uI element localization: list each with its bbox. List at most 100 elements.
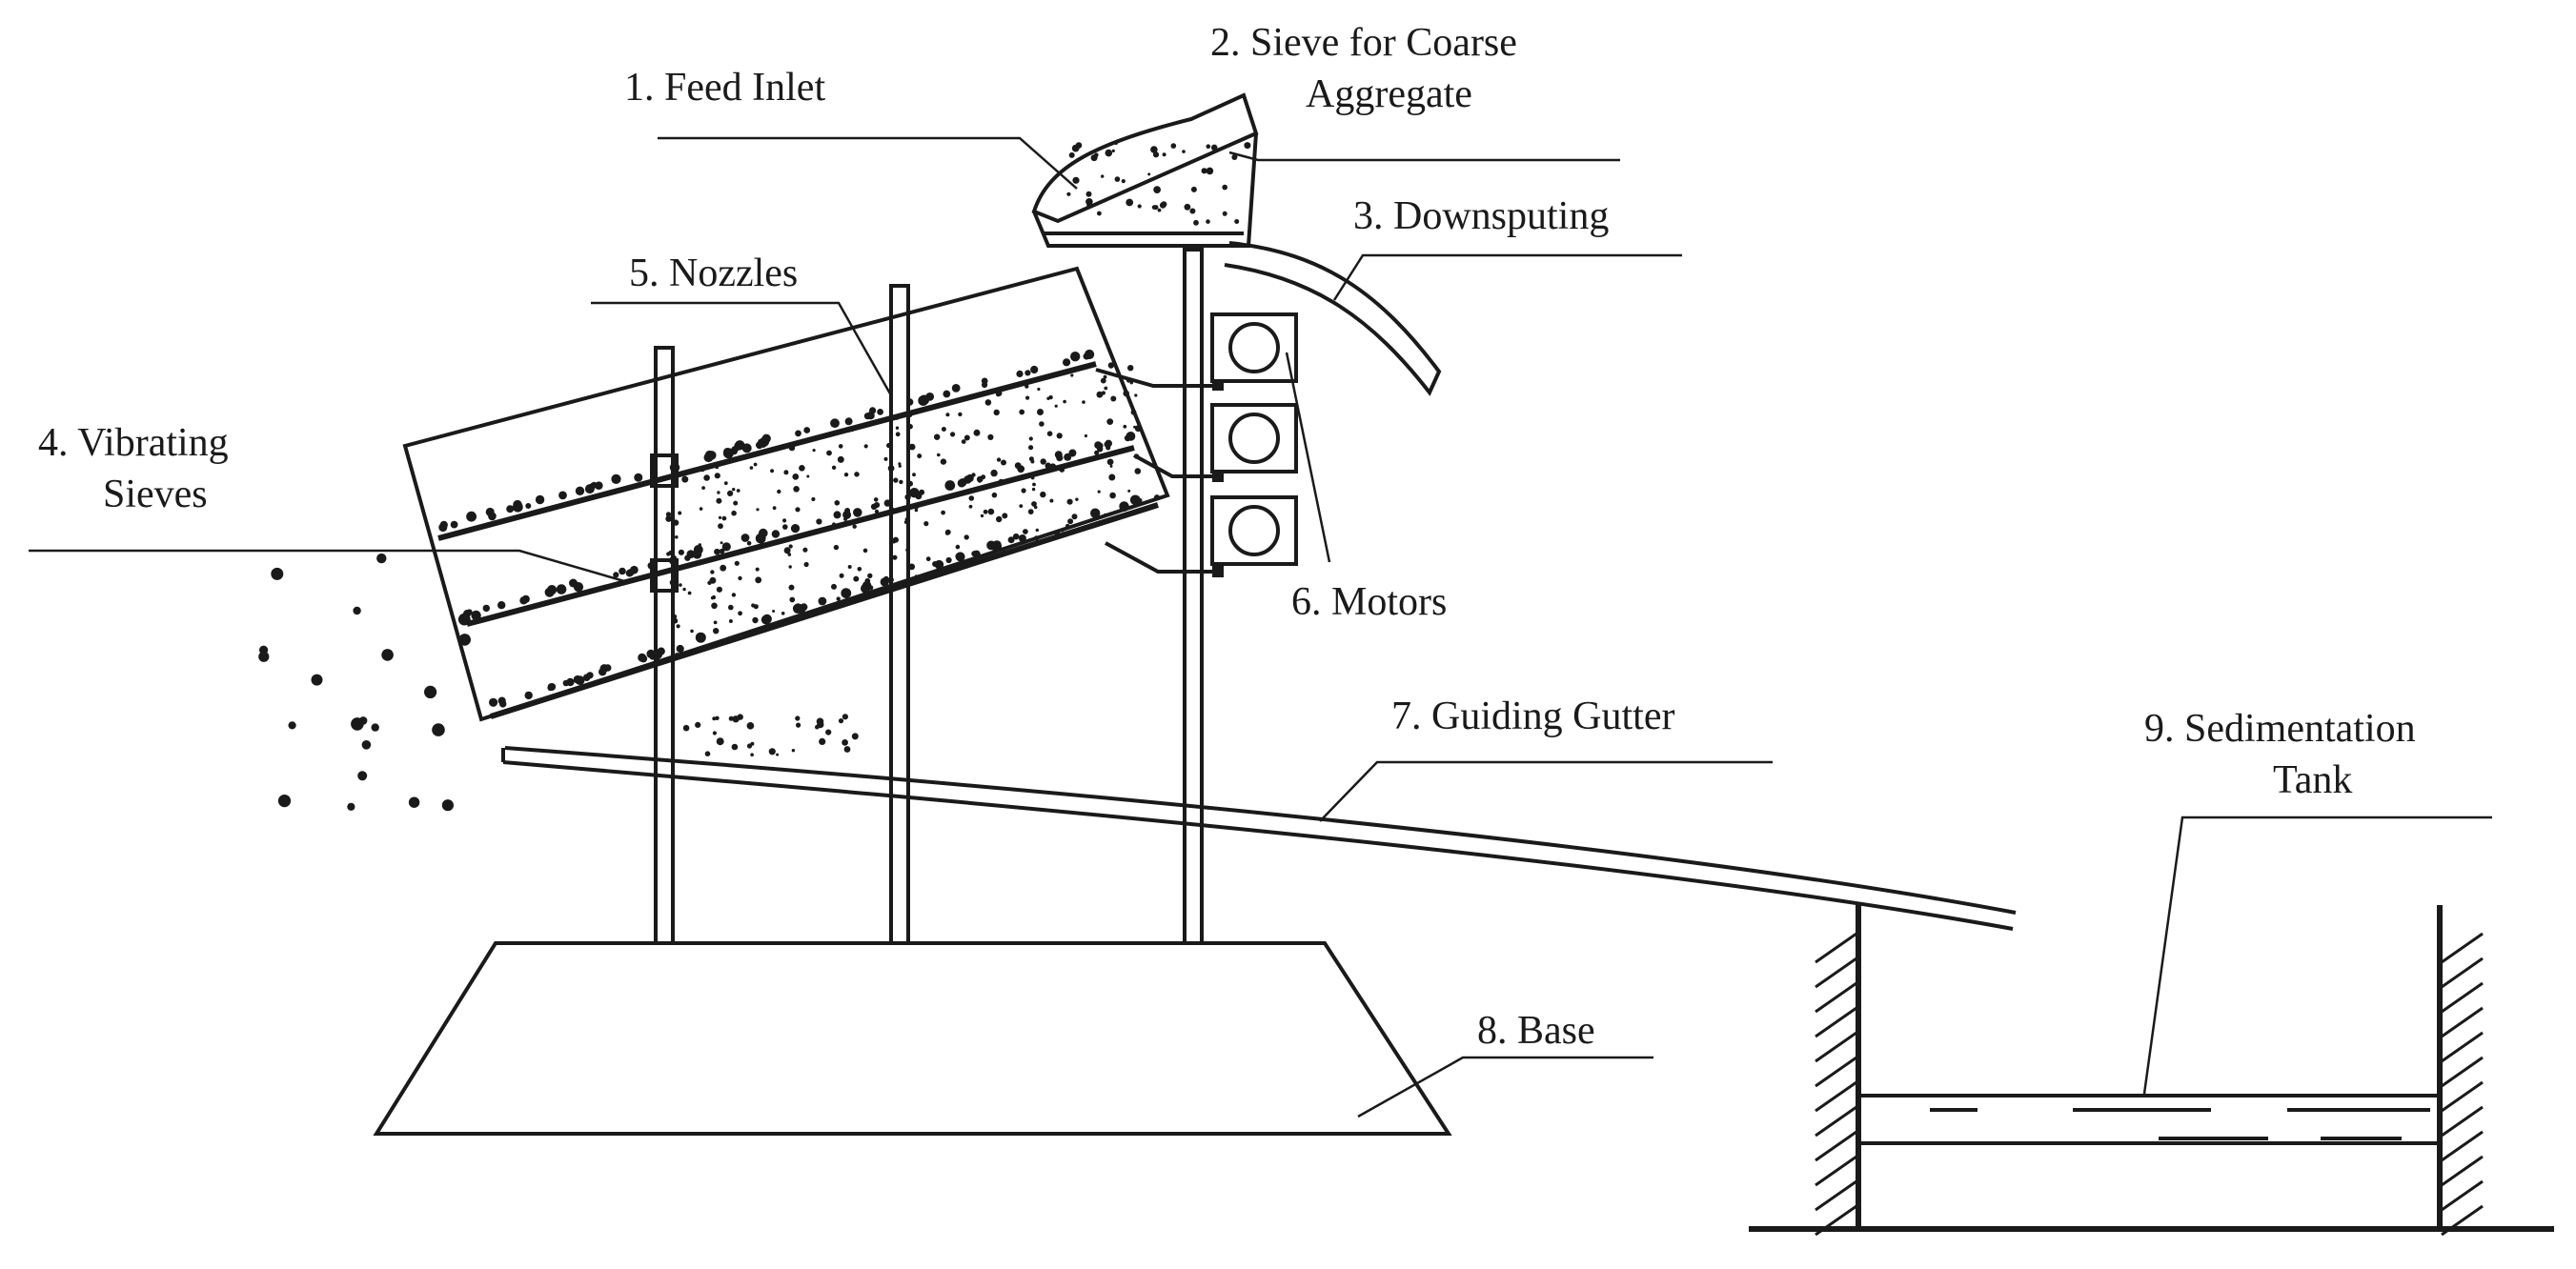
feed-hopper	[1031, 92, 1259, 248]
support-post-middle	[889, 284, 910, 945]
aggregate-particle	[772, 506, 777, 511]
aggregate-particle	[1040, 458, 1046, 465]
aggregate-particle	[1072, 176, 1080, 184]
aggregate-particle	[672, 617, 679, 624]
aggregate-particle	[844, 417, 853, 426]
aggregate-particle	[728, 715, 734, 721]
aggregate-particle	[945, 556, 952, 564]
aggregate-particle	[892, 554, 898, 560]
aggregate-particle	[880, 589, 883, 593]
aggregate-particle	[723, 448, 732, 456]
aggregate-particle	[458, 634, 472, 646]
aggregate-particle	[521, 594, 530, 603]
aggregate-particle	[1002, 549, 1005, 553]
aggregate-particle	[1096, 391, 1104, 398]
aggregate-particle	[796, 603, 803, 611]
aggregate-particle	[1137, 497, 1143, 503]
aggregate-particle	[575, 486, 585, 495]
aggregate-particle	[903, 520, 908, 524]
aggregate-particle	[723, 481, 728, 486]
aggregate-particle	[789, 596, 796, 603]
aggregate-particle	[738, 611, 742, 616]
aggregate-particle	[634, 473, 643, 482]
aggregate-particle	[907, 424, 913, 430]
aggregate-particle	[1147, 172, 1151, 176]
aggregate-particle	[738, 575, 742, 581]
aggregate-particle	[782, 524, 788, 530]
aggregate-particle	[1129, 381, 1134, 385]
aggregate-particle	[506, 505, 515, 514]
aggregate-particle	[991, 492, 998, 498]
aggregate-particle	[1071, 144, 1080, 152]
aggregate-particle	[1016, 370, 1024, 377]
aggregate-particle	[895, 416, 899, 420]
hatch-line	[1815, 1031, 1857, 1063]
hatch-line	[2441, 1080, 2484, 1113]
aggregate-particle	[626, 569, 635, 576]
aggregate-particle	[1222, 211, 1227, 216]
aggregate-particle	[963, 534, 969, 540]
aggregate-particle	[940, 458, 947, 465]
aggregate-particle	[1151, 205, 1157, 211]
aggregate-particle	[1040, 491, 1046, 498]
aggregate-particle	[1049, 498, 1054, 503]
aggregate-particle	[857, 567, 862, 572]
aggregate-particle	[1028, 436, 1033, 441]
aggregate-particle	[727, 490, 734, 497]
aggregate-particle	[682, 724, 690, 732]
aggregate-particle	[907, 413, 913, 417]
aggregate-particle	[1067, 518, 1074, 525]
aggregate-particle	[777, 489, 781, 494]
aggregate-particle	[908, 579, 912, 583]
aggregate-particle	[535, 494, 545, 505]
aggregate-particle	[676, 624, 680, 629]
aggregate-particle	[854, 472, 860, 477]
aggregate-particle	[1134, 393, 1138, 397]
aggregate-particle	[883, 499, 891, 507]
aggregate-particle	[1134, 425, 1142, 433]
aggregate-particle	[1114, 141, 1118, 146]
aggregate-particle	[852, 524, 857, 529]
label-motors: 6. Motors	[1291, 580, 1447, 624]
aggregate-particle	[776, 753, 780, 756]
aggregate-particle	[917, 453, 923, 459]
hatch-line	[2441, 1031, 2484, 1063]
aggregate-particle	[1019, 409, 1025, 415]
label-base: 8. Base	[1477, 1009, 1595, 1053]
aggregate-particle	[271, 567, 284, 580]
aggregate-particle	[950, 483, 954, 487]
aggregate-particle	[613, 572, 619, 578]
aggregate-particle	[961, 439, 966, 444]
aggregate-particle	[771, 530, 781, 538]
label-feed-inlet: 1. Feed Inlet	[624, 66, 825, 110]
guiding-gutter	[501, 746, 2017, 931]
aggregate-particle	[611, 473, 621, 484]
hatch-line	[1815, 1204, 1857, 1237]
aggregate-particle	[968, 495, 975, 501]
aggregate-particle	[971, 473, 976, 477]
aggregate-particle	[944, 480, 956, 491]
aggregate-particle	[886, 442, 892, 449]
aggregate-particle	[836, 596, 841, 601]
aggregate-particle	[712, 731, 718, 735]
aggregate-particle	[701, 486, 705, 490]
aggregate-particle	[1056, 433, 1063, 439]
motor-drive-shaft	[1095, 368, 1222, 388]
aggregate-particle	[716, 737, 724, 746]
aggregate-particle	[1070, 352, 1081, 362]
aggregate-particle	[1123, 424, 1127, 429]
aggregate-particle	[573, 582, 584, 593]
aggregate-particle	[731, 743, 739, 751]
aggregate-particle	[424, 685, 437, 699]
aggregate-particle	[955, 544, 961, 550]
aggregate-particle	[788, 584, 795, 591]
aggregate-particle	[795, 430, 801, 437]
soil-hatch-right	[2441, 932, 2484, 1237]
aggregate-particle	[863, 444, 868, 449]
hatch-line	[1815, 957, 1857, 989]
leader-base	[1357, 1056, 1653, 1118]
aggregate-particle	[904, 494, 911, 500]
aggregate-particle	[1244, 142, 1251, 150]
hatch-line	[2441, 1056, 2484, 1088]
aggregate-particle	[1107, 362, 1115, 369]
